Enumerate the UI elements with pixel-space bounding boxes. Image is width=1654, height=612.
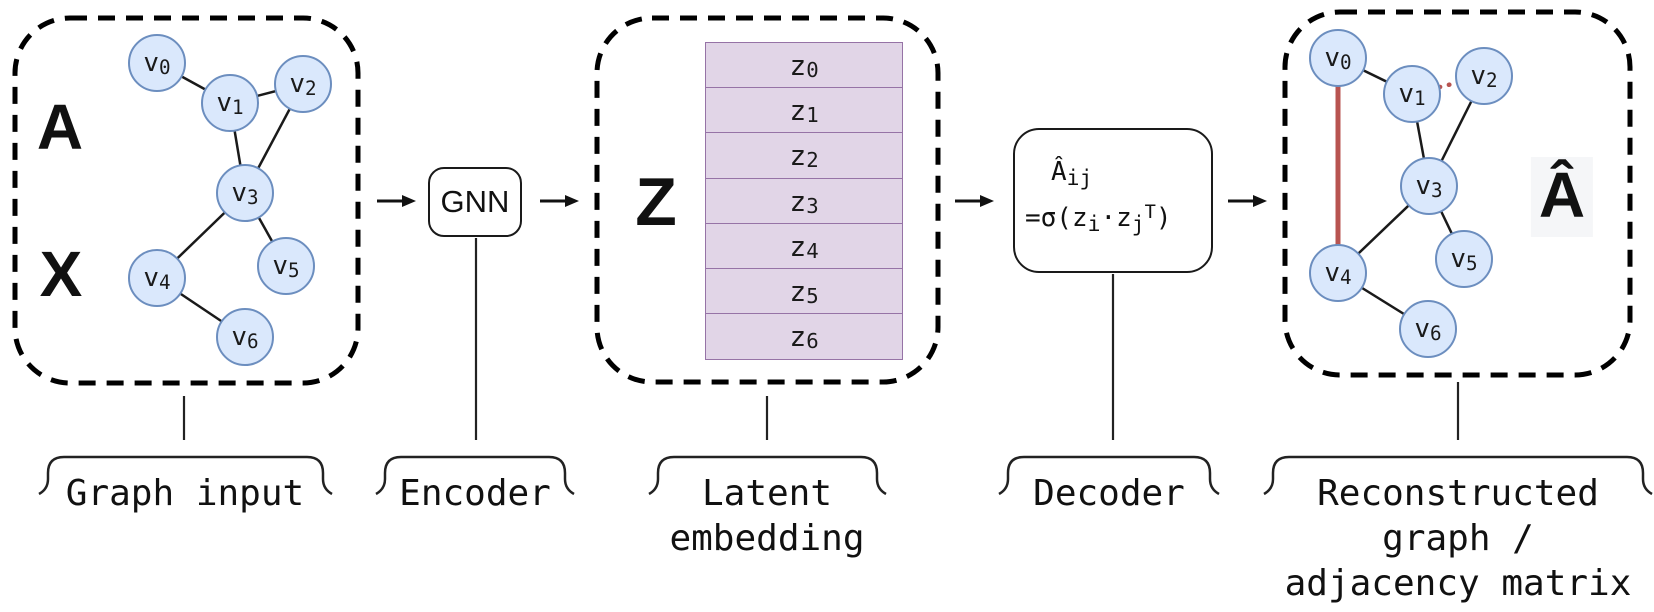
- gnn-box-label: GNN: [440, 184, 510, 219]
- bracket-encoder: [375, 455, 575, 496]
- reconstructed-adjacency-label: Â: [1530, 157, 1594, 237]
- caption-graph-input: Graph input: [65, 473, 305, 514]
- caption-encoder: Encoder: [399, 473, 551, 514]
- bracket-decoder: [998, 455, 1220, 496]
- caption-latent-embedding: Latent embedding: [669, 473, 865, 559]
- decoder-formula-line1: Âij: [1051, 157, 1093, 191]
- adjacency-matrix-label: A: [36, 91, 84, 163]
- gnn-encoder-box: GNN: [428, 167, 522, 237]
- latent-embedding-dashed-box: [594, 15, 941, 385]
- bracket-graph-input: [38, 455, 333, 496]
- reconstructed-graph-edge-v1-v2: [1409, 73, 1487, 97]
- caption-brackets: [38, 455, 1653, 496]
- feature-matrix-label: X: [39, 238, 83, 310]
- bracket-reconstructed: [1263, 455, 1653, 496]
- latent-matrix-label: Z: [635, 164, 677, 240]
- caption-decoder: Decoder: [1033, 473, 1185, 514]
- caption-reconstructed: Reconstructed graph / adjacency matrix: [1284, 473, 1632, 604]
- decoder-formula-line2: =σ(zi·zjT): [1025, 201, 1172, 237]
- decoder-formula-box: Âij =σ(zi·zjT): [1013, 128, 1213, 273]
- graph-input-dashed-box: [12, 15, 361, 386]
- reconstructed-dashed-box: [1282, 9, 1633, 378]
- bracket-latent: [648, 455, 887, 496]
